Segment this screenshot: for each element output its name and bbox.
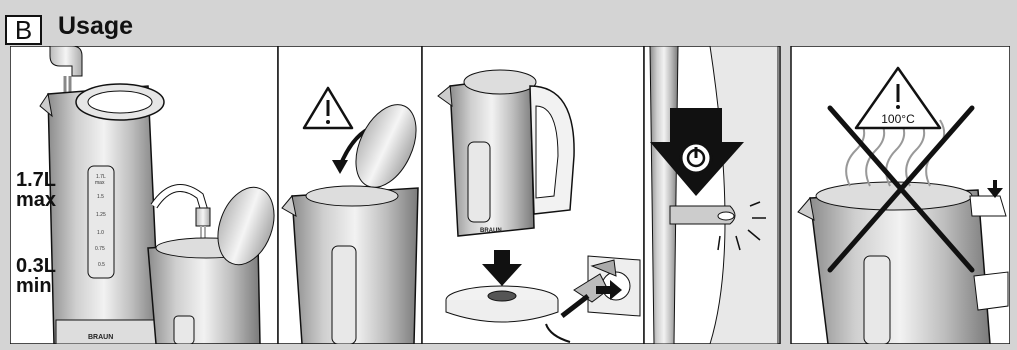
section-title: Usage xyxy=(58,12,133,41)
max-volume-value: 1.7L xyxy=(16,170,56,190)
usage-illustration: 1.7L max 1.5 1.25 1.0 0.75 0.5 BRAUN xyxy=(10,46,1010,344)
gauge-mark-1-25: 1.25 xyxy=(96,212,106,218)
max-volume-word: max xyxy=(16,190,56,210)
power-base-icon xyxy=(446,286,558,322)
section-letter-box: B xyxy=(5,15,42,45)
brand-logo-2: BRAUN xyxy=(480,228,502,234)
gauge-mark-max: max xyxy=(95,180,105,186)
min-volume-label: 0.3L min xyxy=(16,256,56,296)
gauge-mark-0-75: 0.75 xyxy=(95,246,105,252)
temperature-label: 100°C xyxy=(881,112,915,126)
usage-panels: 1.7L max 1.5 1.25 1.0 0.75 0.5 BRAUN xyxy=(10,46,1010,344)
section-letter: B xyxy=(15,17,32,43)
min-volume-word: min xyxy=(16,276,56,296)
gauge-mark-1-0: 1.0 xyxy=(97,230,104,236)
gauge-mark-0-5: 0.5 xyxy=(98,262,105,268)
max-volume-label: 1.7L max xyxy=(16,170,56,210)
brand-logo-1: BRAUN xyxy=(88,334,113,341)
kettle-on-side-icon xyxy=(438,70,574,236)
min-volume-value: 0.3L xyxy=(16,256,56,276)
section-header: B Usage xyxy=(0,0,1017,46)
gauge-mark-1-5: 1.5 xyxy=(97,194,104,200)
